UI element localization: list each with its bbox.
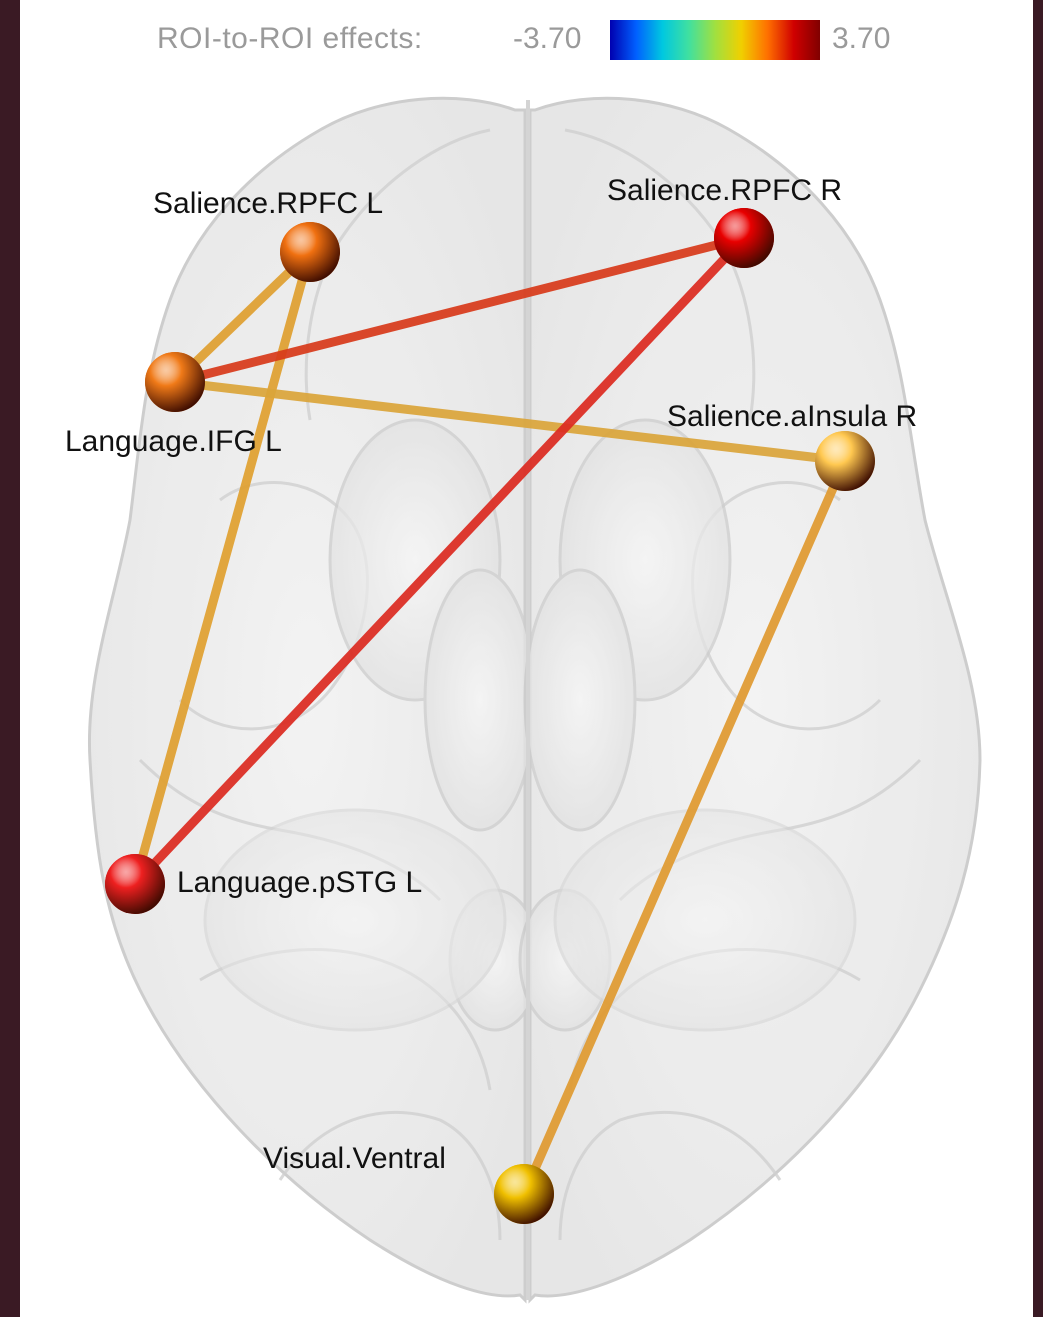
roi-node-salience-rpfc-r bbox=[714, 208, 774, 268]
roi-node-visual-ventral bbox=[494, 1164, 554, 1224]
brain-connectivity-panel: ROI-to-ROI effects: -3.70 3.70 bbox=[20, 0, 1033, 1317]
roi-label-language-ifg-l: Language.IFG L bbox=[65, 425, 282, 458]
roi-node-salience-rpfc-l bbox=[280, 222, 340, 282]
roi-node-language-ifg-l bbox=[145, 352, 205, 412]
roi-label-language-pstg-l: Language.pSTG L bbox=[177, 866, 422, 899]
roi-node-language-pstg-l bbox=[105, 854, 165, 914]
roi-label-salience-rpfc-r: Salience.RPFC R bbox=[607, 174, 842, 207]
roi-node-salience-ainsula-r bbox=[815, 431, 875, 491]
roi-label-salience-rpfc-l: Salience.RPFC L bbox=[153, 187, 383, 220]
roi-label-salience-ainsula-r: Salience.aInsula R bbox=[667, 400, 917, 433]
glass-brain: Salience.RPFC L Salience.RPFC R Language.I… bbox=[20, 0, 1033, 1317]
roi-label-visual-ventral: Visual.Ventral bbox=[263, 1142, 446, 1175]
